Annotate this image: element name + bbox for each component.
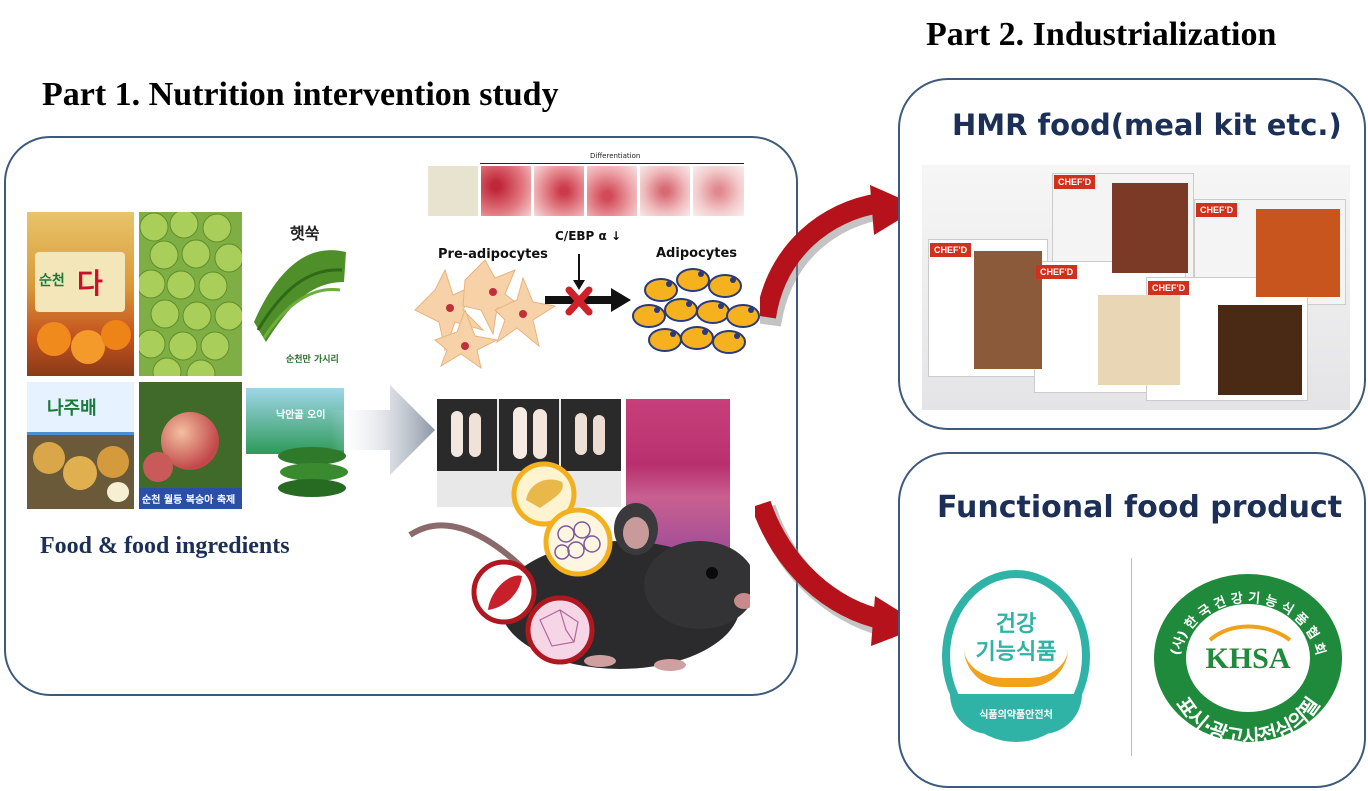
orange-fruit — [101, 320, 131, 350]
adipogenesis-svg — [414, 254, 760, 370]
cucumber-box — [246, 388, 344, 454]
citrus-box-photo: 순천 다 — [27, 212, 134, 376]
cebpa-marker-text: C/EBP α — [555, 229, 607, 243]
chefd-label: CHEF'D — [1196, 203, 1238, 217]
fat-pad — [593, 415, 605, 455]
microscopy-panel — [587, 166, 637, 216]
adipocytes-label: Adipocytes — [656, 246, 738, 261]
health-functional-food-mark: 건강 기능식품 식품의약품안전처 — [942, 570, 1090, 742]
citrus-box-text: 순천 — [39, 273, 65, 289]
tissue-panel-dark — [437, 399, 497, 471]
grey-arrow — [330, 385, 435, 475]
cucumber-photo: 낙안골 오이 — [246, 382, 350, 509]
orange-fruit — [37, 322, 71, 356]
chefd-label: CHEF'D — [1036, 265, 1078, 279]
meal-food — [1098, 295, 1180, 385]
pre-adipocytes-label: Pre-adipocytes — [438, 247, 548, 262]
food-ingredients-caption: Food & food ingredients — [40, 533, 290, 559]
chefd-label: CHEF'D — [1054, 175, 1096, 189]
tissue-icons-svg — [471, 461, 613, 665]
plums-svg — [139, 212, 242, 376]
tissue-panel-dark — [499, 399, 559, 471]
microscopy-panel — [640, 166, 690, 216]
differentiation-line — [480, 163, 744, 164]
orange-fruit — [71, 330, 105, 364]
green-plums-photo — [139, 212, 242, 376]
part1-title: Part 1. Nutrition intervention study — [42, 76, 559, 113]
mark-ribbon-text: 식품의약품안전처 — [979, 710, 1053, 721]
arrow-to-hmr — [760, 185, 920, 327]
mark-ribbon — [950, 694, 1082, 734]
microscopy-strip — [428, 166, 744, 216]
peach-photo: 순천 월등 복숭아 축제 — [139, 382, 242, 509]
chefd-label: CHEF'D — [930, 243, 972, 257]
meal-kit-photo: CHEF'D CHEF'D CHEF'D CHEF'D CHEF'D — [922, 165, 1350, 410]
tissue-panel-dark — [561, 399, 621, 471]
pear-box-photo: 나주배 — [27, 382, 134, 509]
meal-food — [1218, 305, 1302, 395]
khsa-mark: (사) 한 국 건 강 기 능 식 품 협 회 표시·광고사전심의필 KHSA — [1154, 574, 1342, 746]
mark-line1: 건강 — [995, 612, 1037, 637]
meal-food — [1256, 209, 1340, 297]
peach-fruit-small — [143, 452, 173, 482]
microscopy-panel — [481, 166, 531, 216]
microscopy-panel — [428, 166, 478, 216]
fat-pad — [575, 413, 587, 455]
mark-divider — [1131, 558, 1132, 756]
meal-food — [1112, 183, 1188, 273]
fat-pad — [469, 413, 481, 457]
microscopy-panel — [693, 166, 744, 216]
muscle-histology-icon — [525, 595, 595, 665]
peach-banner — [139, 488, 242, 509]
cebpa-down-arrow: ↓ — [610, 229, 621, 243]
pear-fruit — [33, 442, 65, 474]
mark-smile-arc — [964, 648, 1068, 687]
pear-box — [27, 382, 134, 435]
pear-box-text: 나주배 — [47, 398, 97, 419]
microscopy-panel — [534, 166, 584, 216]
citrus-box-label — [35, 252, 125, 312]
fat-pad — [451, 411, 463, 457]
arrow-to-functional — [755, 500, 923, 646]
cucumber-box-text: 낙안골 오이 — [276, 410, 326, 421]
khsa-center-text: KHSA — [1205, 642, 1290, 675]
mugwort-herb-photo: 햇쑥 순천만 가시리 — [246, 212, 350, 376]
herb-sub-label: 순천만 가시리 — [286, 355, 339, 365]
pear-fruit — [97, 446, 129, 478]
pear-slice — [107, 482, 129, 502]
fat-pad — [533, 409, 547, 459]
meal-food — [974, 251, 1042, 369]
herb-label: 햇쑥 — [290, 224, 320, 243]
fat-pad — [513, 407, 527, 459]
peach-banner-text: 순천 월등 복숭아 축제 — [142, 495, 236, 506]
functional-food-title: Functional food product — [937, 490, 1343, 525]
hmr-food-title: HMR food(meal kit etc.) — [952, 108, 1342, 142]
cebpa-marker-label: C/EBP α ↓ — [555, 229, 621, 243]
herb-svg — [254, 250, 346, 342]
citrus-box-text-big: 다 — [77, 267, 103, 300]
part2-title: Part 2. Industrialization — [926, 16, 1277, 53]
cucumbers-svg — [278, 447, 348, 497]
differentiation-label: Differentiation — [590, 152, 641, 160]
pear-fruit — [63, 456, 97, 490]
chefd-label: CHEF'D — [1148, 281, 1190, 295]
